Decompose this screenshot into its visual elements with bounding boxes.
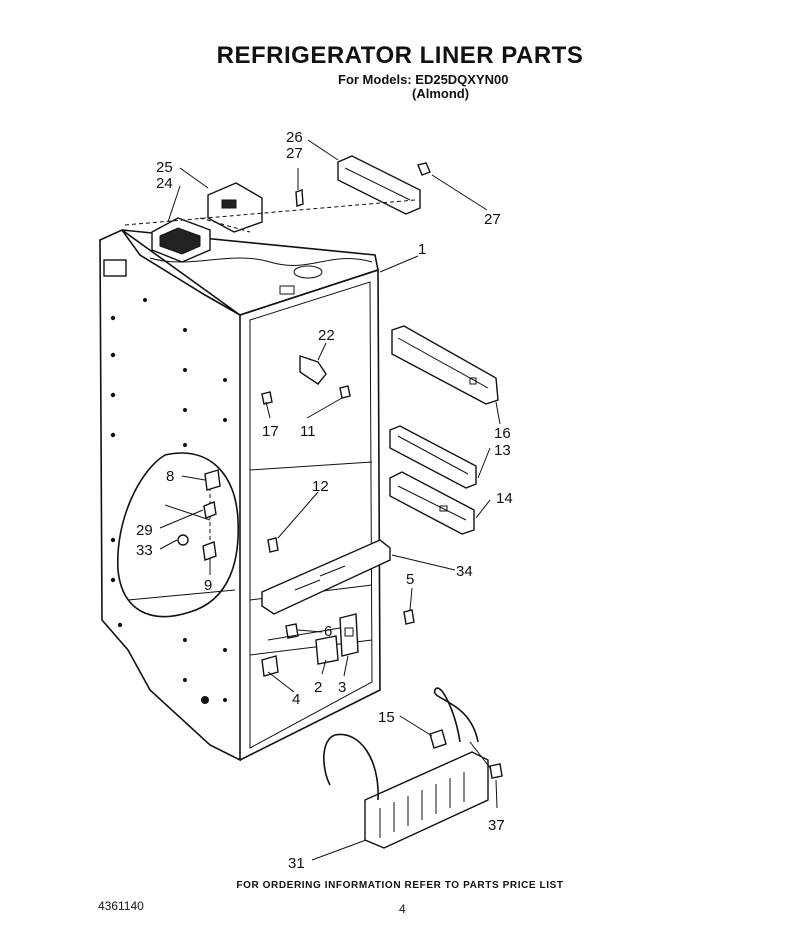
callout-15: 15 xyxy=(378,709,395,726)
callout-1: 1 xyxy=(418,241,426,258)
callout-29: 29 xyxy=(136,522,153,539)
callout-3: 3 xyxy=(338,679,346,696)
finish-line: (Almond) xyxy=(412,86,470,101)
callout-11: 11 xyxy=(300,423,316,440)
document-number: 4361140 xyxy=(98,899,144,913)
bracket-14-part xyxy=(389,471,475,535)
callout-6: 6 xyxy=(324,623,332,640)
callout-24: 24 xyxy=(156,175,173,192)
callout-13: 13 xyxy=(494,442,511,459)
bracket-13-part xyxy=(389,425,477,489)
callout-25: 25 xyxy=(156,159,173,176)
callout-17: 17 xyxy=(262,423,279,440)
callout-22: 22 xyxy=(318,327,335,344)
side-wall-holes xyxy=(110,298,227,704)
control-parts xyxy=(261,609,415,677)
callout-31: 31 xyxy=(288,855,305,872)
callout-14: 14 xyxy=(496,490,513,507)
callout-4: 4 xyxy=(292,691,300,708)
callout-33: 33 xyxy=(136,542,153,559)
callout-37: 37 xyxy=(488,817,505,834)
leader-lines xyxy=(159,139,501,861)
callout-2: 2 xyxy=(314,679,322,696)
page-number: 4 xyxy=(399,902,406,916)
small-fasteners xyxy=(261,355,351,553)
callout-8: 8 xyxy=(166,468,174,485)
callout-26: 26 xyxy=(286,129,303,146)
callout-34: 34 xyxy=(456,563,473,580)
callout-27-right: 27 xyxy=(484,211,501,228)
ordering-note: FOR ORDERING INFORMATION REFER TO PARTS … xyxy=(236,880,564,891)
callout-5: 5 xyxy=(406,571,414,588)
callout-16: 16 xyxy=(494,425,511,442)
callout-12: 12 xyxy=(312,478,329,495)
models-line: For Models: ED25DQXYN00 xyxy=(338,72,509,87)
page-title: REFRIGERATOR LINER PARTS xyxy=(216,42,584,69)
shelf-rail-part xyxy=(391,325,499,405)
callout-27-top: 27 xyxy=(286,145,303,162)
callout-9: 9 xyxy=(204,577,212,594)
cutaway-view xyxy=(117,452,240,618)
heater-assembly xyxy=(323,687,503,849)
cutaway-parts xyxy=(177,469,221,561)
light-housing-part xyxy=(151,182,263,263)
cover-34-part xyxy=(261,539,391,615)
top-bracket-part xyxy=(124,155,431,226)
